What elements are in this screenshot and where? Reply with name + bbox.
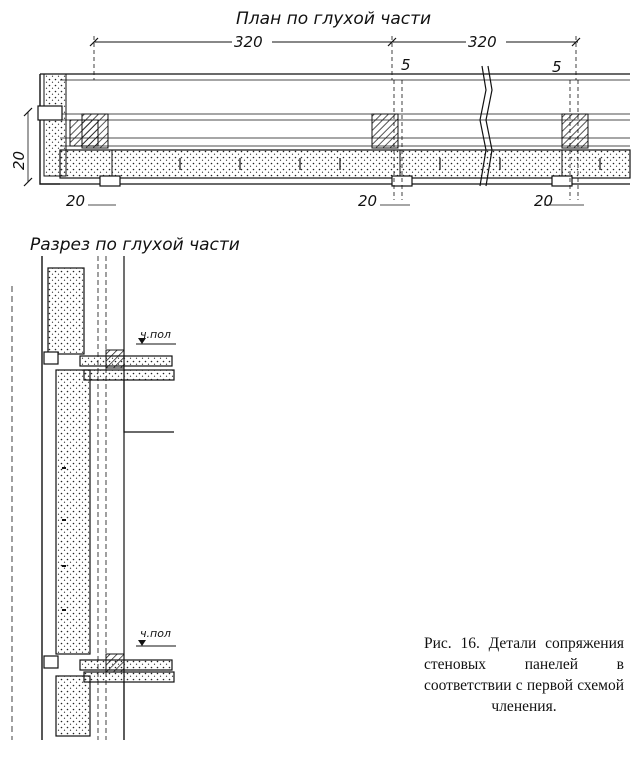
floor-mark-bottom-symbol [136, 640, 176, 647]
plan-column-3 [561, 113, 589, 149]
floor-mark-bottom: ч.пол [140, 627, 171, 640]
dim-bottom-2: 20 [358, 192, 377, 210]
dim-left-vertical: 20 [10, 151, 28, 170]
section-slab-2 [83, 671, 175, 683]
floor-mark-top: ч.пол [140, 328, 171, 341]
section-panel-3 [55, 675, 91, 737]
plan-title: План по глухой части [236, 9, 431, 29]
plan-insulated-panel [59, 149, 631, 179]
figure-caption: Рис. 16. Детали сопряжения стеновых пане… [424, 635, 624, 715]
dim-gap-1: 5 [401, 56, 411, 74]
section-slab-1 [83, 369, 175, 381]
floor-mark-top-symbol [136, 338, 176, 345]
section-title: Разрез по глухой части [30, 235, 240, 255]
dim-span-2: 320 [468, 33, 497, 51]
dim-gap-2: 5 [552, 58, 562, 76]
dim-span-1: 320 [234, 33, 263, 51]
dim-bottom-3: 20 [534, 192, 553, 210]
section-panel-1 [47, 267, 85, 355]
plan-wall [37, 65, 631, 200]
section-panel-2 [55, 369, 91, 655]
section-wall [11, 256, 175, 740]
dim-bottom-1: 20 [66, 192, 85, 210]
